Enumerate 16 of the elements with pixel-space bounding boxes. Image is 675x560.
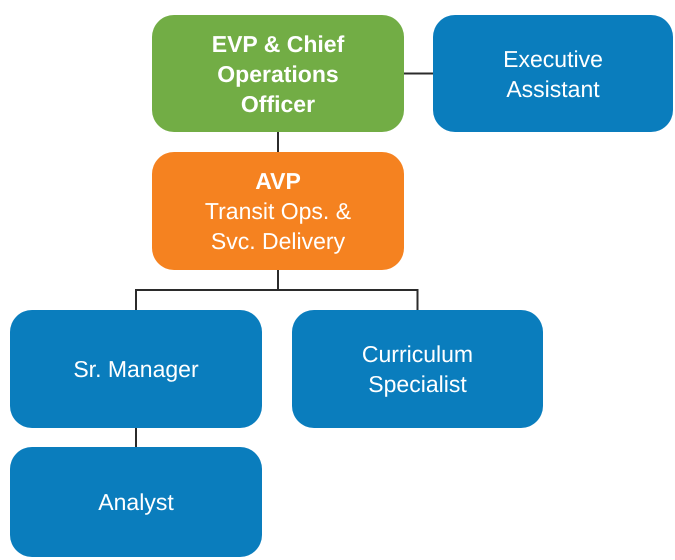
role-label: Analyst [98, 488, 174, 517]
role-title: AVP [255, 167, 301, 196]
role-title: EVP & Chief Operations Officer [210, 30, 346, 118]
role-label: Curriculum Specialist [360, 340, 474, 399]
org-box [10, 447, 262, 557]
org-box [152, 15, 404, 132]
role-label: Transit Ops. & Svc. Delivery [204, 197, 352, 256]
connector-line [277, 132, 279, 152]
org-box [10, 310, 262, 428]
role-label: Executive Assistant [502, 44, 604, 104]
role-label: Sr. Manager [73, 355, 199, 384]
org-box [152, 152, 404, 270]
connector-line [404, 72, 433, 74]
connector-line [135, 428, 137, 447]
org-box [433, 15, 673, 132]
org-box [292, 310, 543, 428]
